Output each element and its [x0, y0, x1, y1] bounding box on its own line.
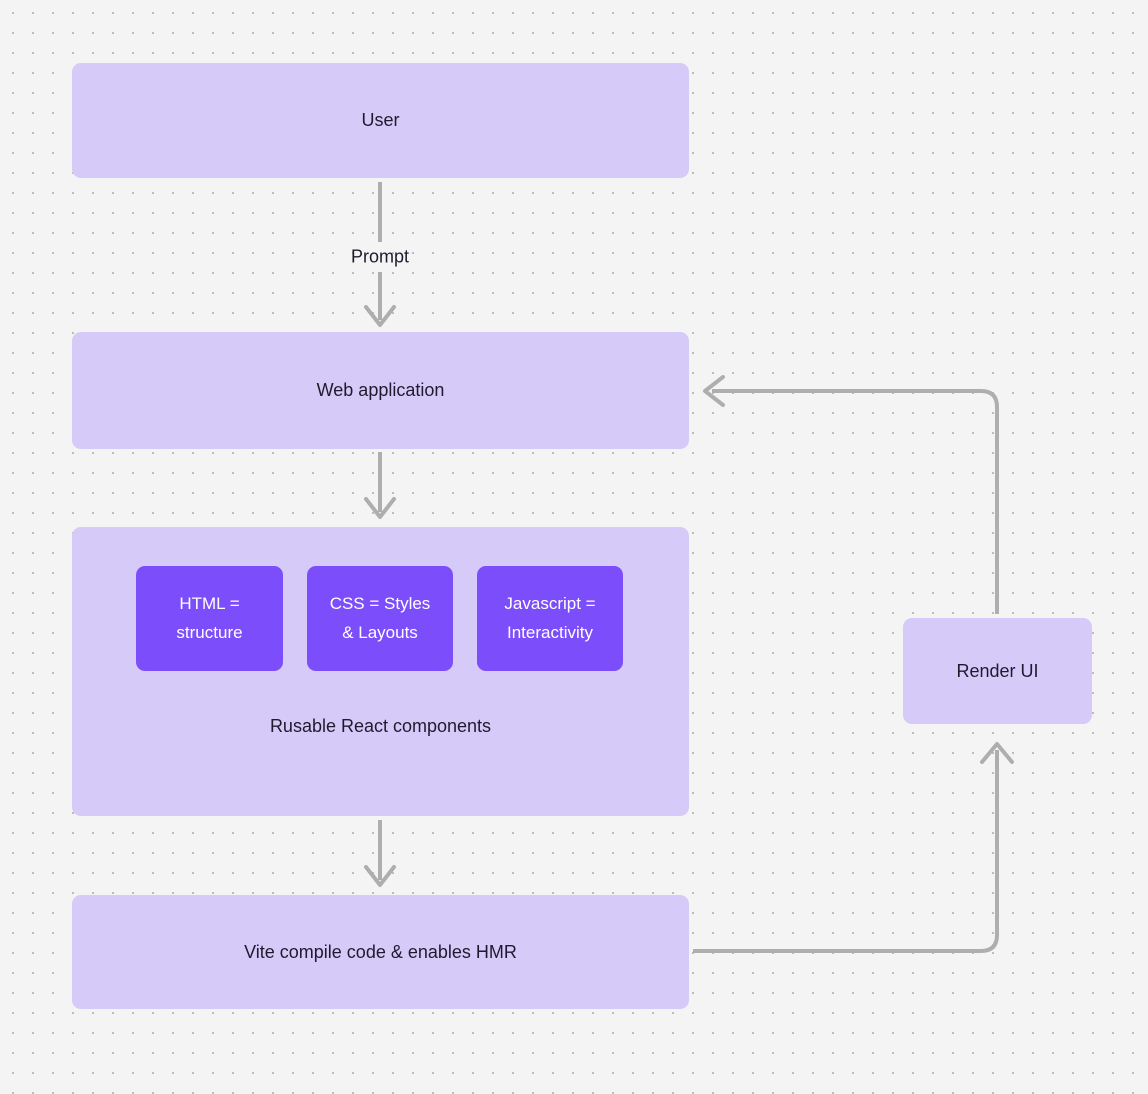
node-html-structure-line2: structure: [176, 622, 243, 642]
node-javascript-interactivity[interactable]: Javascript = Interactivity: [477, 566, 623, 671]
node-html-structure-label: HTML = structure: [176, 590, 242, 648]
node-render-ui-label: Render UI: [956, 660, 1039, 681]
node-web-application[interactable]: Web application: [72, 332, 689, 449]
node-javascript-interactivity-line2: Interactivity: [507, 622, 593, 642]
node-html-structure[interactable]: HTML = structure: [136, 566, 283, 671]
edge-render-to-webapp: [703, 375, 999, 614]
edge-vite-to-render: [693, 742, 1014, 953]
arrowhead-down: [364, 305, 396, 327]
node-vite-compile-label: Vite compile code & enables HMR: [244, 941, 517, 962]
node-css-styles-label: CSS = Styles & Layouts: [330, 590, 431, 648]
edge-webapp-to-components: [364, 452, 396, 519]
arrowhead-down: [364, 865, 396, 887]
node-html-structure-line1: HTML =: [179, 593, 240, 613]
node-web-application-label: Web application: [316, 380, 445, 401]
node-render-ui[interactable]: Render UI: [903, 618, 1092, 724]
node-javascript-interactivity-line1: Javascript =: [504, 593, 596, 613]
node-user-label: User: [361, 110, 400, 131]
react-components-caption: Rusable React components: [269, 716, 492, 736]
edge-label-prompt: Prompt: [350, 246, 410, 267]
arrowhead-down: [364, 497, 396, 519]
arrowhead-left: [703, 375, 725, 407]
arrowhead-up: [980, 742, 1014, 764]
node-vite-compile[interactable]: Vite compile code & enables HMR: [72, 895, 689, 1009]
edge-components-to-vite: [364, 820, 396, 887]
node-css-styles-line1: CSS = Styles: [329, 593, 431, 613]
edge-segment: [693, 750, 999, 953]
node-css-styles-line2: & Layouts: [342, 622, 418, 642]
node-user[interactable]: User: [72, 63, 689, 178]
node-javascript-interactivity-label: Javascript = Interactivity: [504, 590, 595, 648]
node-css-styles[interactable]: CSS = Styles & Layouts: [307, 566, 453, 671]
edge-segment: [712, 389, 999, 614]
